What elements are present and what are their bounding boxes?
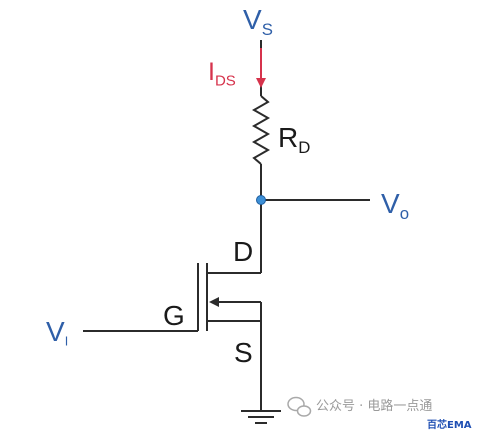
current-label: IDS [208, 58, 236, 90]
wechat-icon [287, 396, 312, 417]
source-label: S [234, 337, 253, 368]
current-arrow-head [256, 78, 266, 88]
supply-label: VS [243, 4, 273, 39]
input-label: VI [46, 316, 69, 349]
drain-label: D [233, 236, 254, 267]
resistor-label: RD [278, 122, 311, 157]
brand-logo-text: 百芯EMA [427, 420, 472, 431]
gate-label: G [163, 300, 185, 331]
watermark-text: 公众号 · 电路一点通 [316, 399, 433, 414]
output-node-dot [256, 195, 266, 205]
resistor-rd [251, 95, 271, 165]
output-label: Vo [381, 188, 410, 223]
body-arrow-head [209, 297, 219, 307]
